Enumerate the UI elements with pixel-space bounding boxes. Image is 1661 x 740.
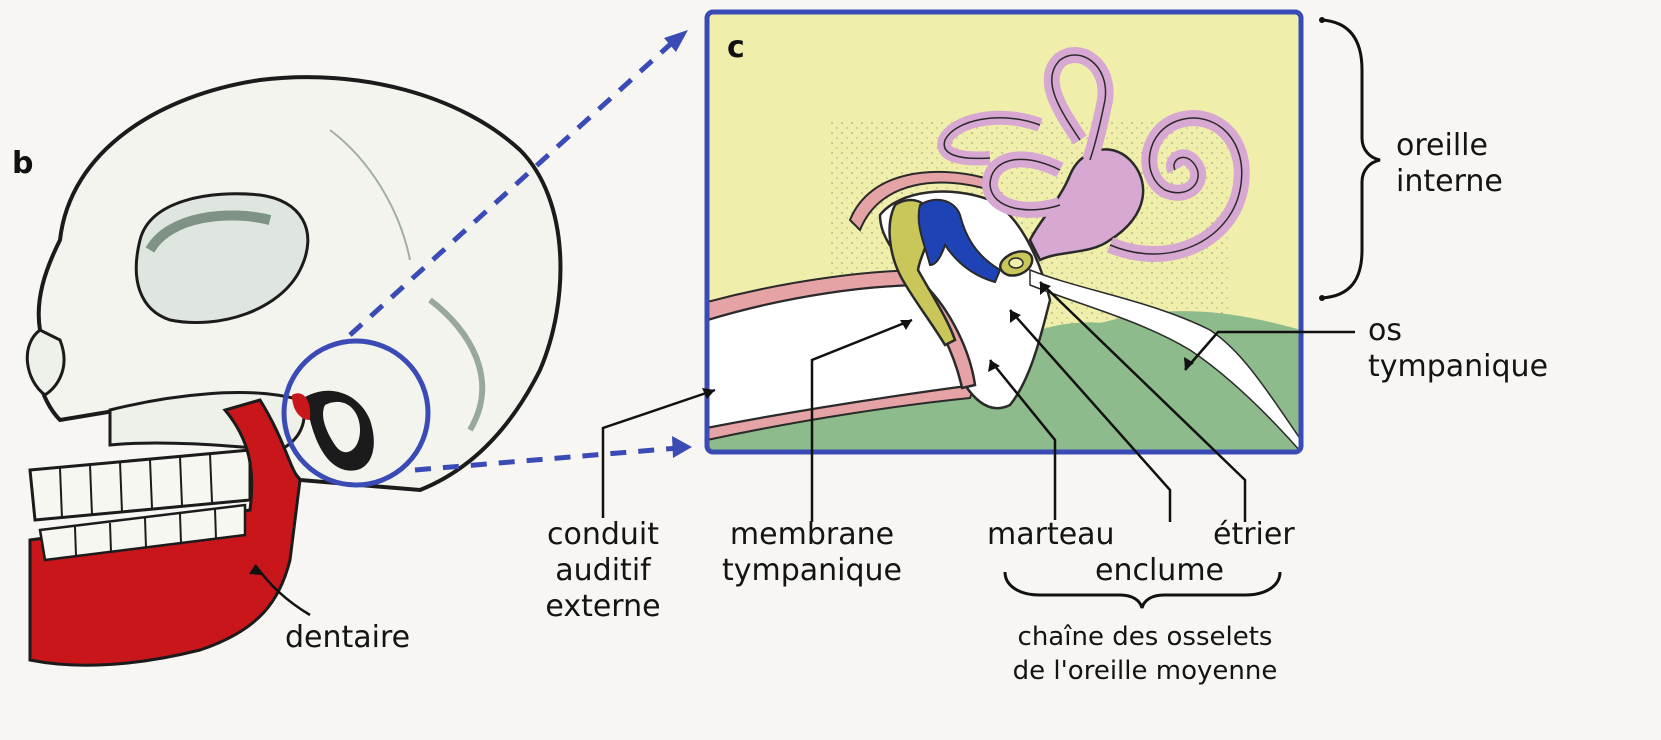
label-oreille-line1: oreille	[1396, 128, 1503, 164]
label-os-tympanique: os tympanique	[1368, 313, 1548, 385]
panel-letter-b: b	[12, 146, 33, 181]
label-conduit-line3: externe	[538, 589, 668, 625]
label-membrane: membrane tympanique	[712, 517, 912, 589]
label-etrier: étrier	[1213, 517, 1295, 553]
brace-icon	[1322, 20, 1380, 298]
label-membrane-line2: tympanique	[712, 553, 912, 589]
skull-illustration	[27, 77, 560, 665]
inset-panel	[707, 12, 1301, 460]
label-chaine-line2: de l'oreille moyenne	[1000, 654, 1290, 688]
label-conduit: conduit auditif externe	[538, 517, 668, 625]
label-dentaire: dentaire	[285, 620, 410, 656]
label-oreille-line2: interne	[1396, 164, 1503, 200]
label-conduit-line1: conduit	[538, 517, 668, 553]
label-enclume: enclume	[1095, 553, 1224, 589]
label-chaine-line1: chaîne des osselets	[1000, 620, 1290, 654]
label-chaine: chaîne des osselets de l'oreille moyenne	[1000, 620, 1290, 688]
panel-letter-c: c	[727, 30, 745, 65]
label-marteau: marteau	[987, 517, 1115, 553]
label-oreille-interne: oreille interne	[1396, 128, 1503, 200]
arrowhead-bottom	[672, 436, 692, 458]
label-conduit-line2: auditif	[538, 553, 668, 589]
label-os-line1: os	[1368, 313, 1548, 349]
label-membrane-line1: membrane	[712, 517, 912, 553]
label-os-line2: tympanique	[1368, 349, 1548, 385]
